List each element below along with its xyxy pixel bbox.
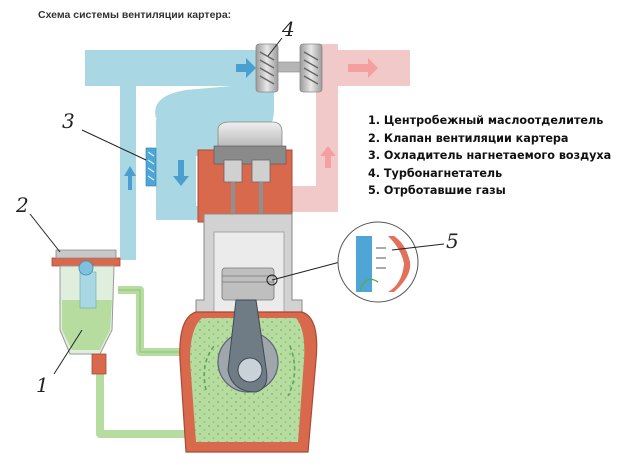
diagram-caption: Схема системы вентиляции картера:	[38, 9, 232, 21]
intake-arrow-icon	[236, 58, 256, 78]
intercooler	[124, 147, 189, 190]
legend: 1. Центробежный маслоотделитель 2. Клапа…	[368, 112, 611, 200]
down-arrow-icon	[173, 160, 189, 186]
callout-cooler: 3	[62, 109, 75, 133]
callout-valve: 2	[15, 193, 29, 217]
oil-separator	[51, 249, 121, 375]
callout-exhaust: 5	[446, 229, 459, 253]
exhaust-gas-detail	[266, 221, 419, 303]
legend-item-valve: 2. Клапан вентиляции картера	[368, 131, 569, 145]
up-arrow-icon	[124, 166, 136, 190]
legend-item-turbo: 4. Турбонагнетатель	[368, 166, 503, 180]
callout-separator: 1	[36, 373, 49, 397]
legend-item-separator: 1. Центробежный маслоотделитель	[368, 114, 604, 127]
legend-item-cooler: 3. Охладитель нагнетаемого воздуха	[368, 149, 612, 162]
legend-item-exhaust: 5. Отрботавшие газы	[368, 184, 506, 197]
turbocharger	[236, 43, 323, 93]
intake-air-duct	[85, 50, 274, 260]
engine	[179, 121, 318, 453]
callout-turbo: 4	[281, 17, 295, 41]
blowby-tubes	[96, 286, 190, 438]
callout-leaders	[29, 37, 445, 375]
